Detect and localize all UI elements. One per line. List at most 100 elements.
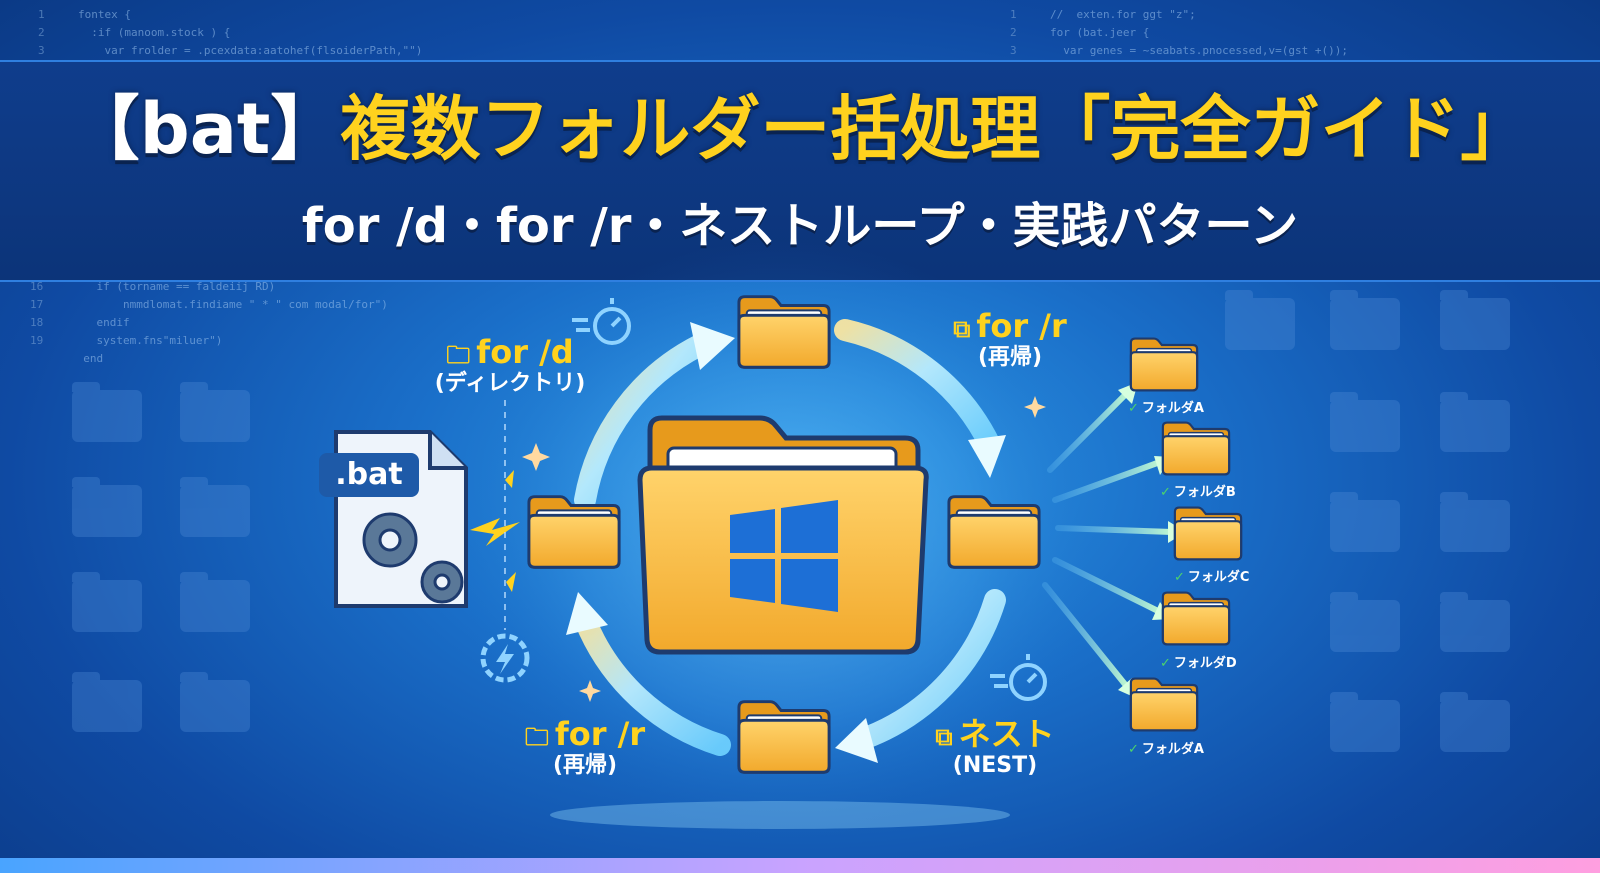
line-number: 1 (1010, 8, 1017, 21)
folder-icon-a2 (1129, 677, 1199, 732)
background-folder (72, 572, 142, 632)
arrowhead (968, 435, 1006, 478)
stopwatch-icon (990, 654, 1047, 701)
folder-caption: ✓フォルダC (1174, 570, 1250, 585)
loop-arrow-bottom-left (574, 609, 731, 756)
sparkle-icon (522, 396, 1046, 702)
background-folder (180, 672, 250, 732)
label-for-r-bottom-sub: (再帰) (552, 752, 618, 778)
loop-arrow-top-right (834, 319, 1001, 456)
platform-glow (550, 801, 1010, 829)
background-folder (1440, 492, 1510, 552)
loop-arrow-left-up (574, 334, 711, 511)
gear-bolt-icon (480, 633, 530, 683)
code-line: 1 fontex { (38, 6, 422, 24)
label-nest-main: ⧉ネスト (935, 715, 1055, 753)
arrowhead (566, 592, 608, 635)
background-folder (1225, 290, 1295, 350)
loop-icon: ⧉ (935, 723, 953, 751)
code-line: 16 if (torname == faldeiij RD) (30, 278, 388, 296)
check-icon: ✓ (1160, 485, 1171, 500)
stopwatch-icon (572, 298, 631, 345)
label-for-r-top: ⧉for /r (再帰) (935, 308, 1085, 370)
folder-icon-b (1161, 421, 1231, 476)
background-folder (1330, 592, 1400, 652)
label-for-d: 🗀for /d (ディレクトリ) (420, 334, 600, 396)
code-line: 3 var genes = ~seabats.pnocessed,v=(gst … (1010, 42, 1348, 60)
label-nest: ⧉ネスト (NEST) (920, 716, 1070, 778)
background-folder (180, 382, 250, 442)
code-text: fontex { (78, 8, 131, 21)
label-for-d-sub: (ディレクトリ) (434, 370, 586, 396)
folder-icon: 🗀 (524, 723, 549, 751)
check-icon: ✓ (1128, 401, 1139, 416)
folder-icon: 🗀 (446, 341, 471, 369)
folder-icon-right (947, 495, 1041, 569)
code-text: system.fns"miluer") (70, 334, 223, 347)
gear-icon (362, 512, 418, 568)
code-line: 17 nmmdlomat.findiame " * " com modal/fo… (30, 296, 388, 314)
line-number: 18 (30, 316, 44, 329)
line-number: 1 (38, 8, 45, 21)
background-folder (72, 672, 142, 732)
background-folder (1330, 392, 1400, 452)
background-code-left-lower: 16 if (torname == faldeiij RD)17 nmmdlom… (30, 278, 388, 368)
background-folder (1330, 692, 1400, 752)
background-folder (1330, 290, 1400, 350)
background-folder (1440, 290, 1510, 350)
arrowhead (690, 322, 735, 370)
lightning-icon (470, 470, 520, 592)
code-text: if (torname == faldeiij RD) (70, 280, 276, 293)
loop-arrows (574, 319, 1006, 756)
bat-label: .bat (319, 453, 419, 497)
label-nest-sub: (NEST) (952, 752, 1038, 778)
folder-caption: ✓フォルダA (1128, 401, 1204, 416)
background-folder (1440, 392, 1510, 452)
code-line: 19 system.fns"miluer") (30, 332, 388, 350)
check-icon: ✓ (1160, 656, 1171, 671)
page-title: 【bat】複数フォルダー括処理「完全ガイド」 (0, 86, 1600, 172)
central-folder-icon (637, 415, 929, 655)
folder-icon-left (527, 495, 621, 569)
title-bat-tag: 【bat】 (69, 88, 341, 170)
code-line: 3 var frolder = .pcexdata:aatohef(flsoid… (38, 42, 422, 60)
line-number: 3 (38, 44, 45, 57)
check-icon: ✓ (1128, 742, 1139, 757)
bottom-accent-bar (0, 858, 1600, 873)
code-text: var frolder = .pcexdata:aatohef(flsoider… (78, 44, 423, 57)
background-folder (1440, 692, 1510, 752)
background-folder (180, 477, 250, 537)
code-line: 18 endif (30, 314, 388, 332)
output-rays (1042, 389, 1175, 691)
background-folder (1440, 592, 1510, 652)
folder-icon-a (1129, 337, 1199, 392)
line-number: 16 (30, 280, 44, 293)
code-text: var genes = ~seabats.pnocessed,v=(gst +(… (1050, 44, 1349, 57)
title-main: 複数フォルダー括処理「完全ガイド」 (340, 88, 1531, 170)
code-line: end (30, 350, 388, 368)
background-folder (1330, 492, 1400, 552)
windows-logo (730, 500, 838, 612)
label-for-r-bottom-main: 🗀for /r (524, 715, 646, 753)
background-folder (72, 382, 142, 442)
loop-icon: ⧉ (953, 315, 971, 343)
folder-icon-d (1161, 591, 1231, 646)
line-number: 2 (1010, 26, 1017, 39)
code-text: nmmdlomat.findiame " * " com modal/for") (70, 298, 388, 311)
check-icon: ✓ (1174, 570, 1185, 585)
folder-caption: ✓フォルダD (1160, 656, 1237, 671)
code-text: // exten.for ggt "z"; (1050, 8, 1196, 21)
code-text: endif (70, 316, 130, 329)
loop-arrowheads (566, 322, 1006, 763)
line-number: 19 (30, 334, 44, 347)
code-text: end (70, 352, 104, 365)
code-line: 2 :if (manoom.stock ) { (38, 24, 422, 42)
label-for-r-top-main: ⧉for /r (953, 307, 1067, 345)
line-number: 17 (30, 298, 44, 311)
background-folder (72, 477, 142, 537)
